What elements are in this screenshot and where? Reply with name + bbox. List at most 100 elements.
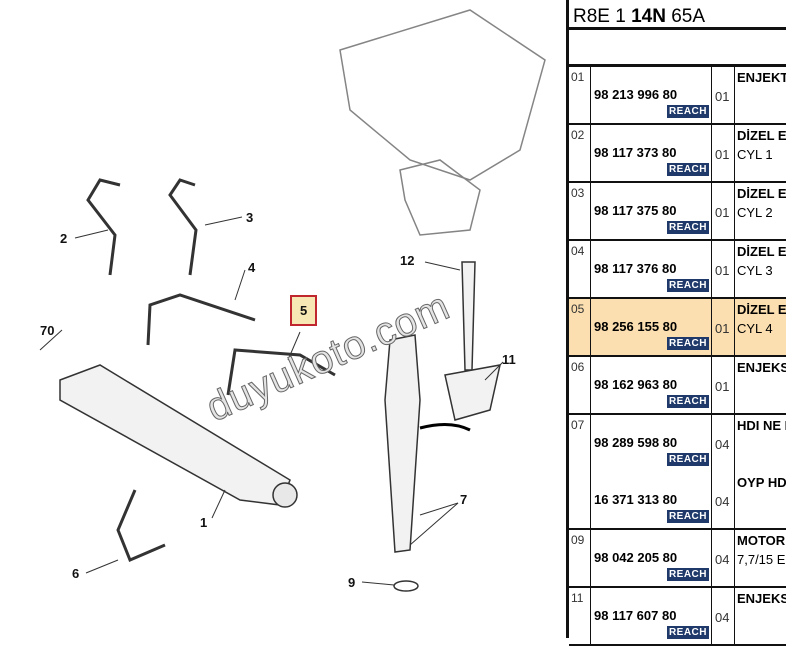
title-prefix: R8E 1	[573, 6, 632, 27]
fuel-rail	[59, 364, 298, 508]
quantity: 01	[715, 89, 730, 104]
callout-11[interactable]: 11	[502, 352, 516, 367]
callout-12[interactable]: 12	[400, 253, 415, 268]
part-number[interactable]: 98 117 373 80	[594, 145, 677, 160]
description-detail: CYL 3	[737, 263, 773, 278]
description-cell: DİZEL E CYL 3	[735, 241, 786, 297]
ref-number: 06	[569, 357, 591, 413]
part-number-cell: 98 256 155 80 REACH	[591, 299, 712, 355]
reach-badge: REACH	[666, 221, 709, 234]
description: ENJEKS	[737, 360, 786, 375]
part-number[interactable]: 98 256 155 80	[594, 319, 678, 334]
part-number-cell: 98 117 376 80 REACH	[591, 241, 712, 297]
callout-9[interactable]: 9	[348, 575, 356, 590]
reach-badge: REACH	[666, 395, 709, 408]
description: DİZEL E	[737, 128, 786, 143]
title-suffix: 65A	[665, 6, 706, 27]
part-number[interactable]: 98 117 607 80	[594, 608, 677, 623]
parts-diagram: 2 3 4 70 5 12 11 1 7 6 9	[39, 9, 546, 592]
quantity: 01	[715, 321, 730, 336]
description-detail: CYL 1	[737, 147, 773, 162]
ref-number: 01	[569, 67, 591, 123]
quantity-cell: 04	[712, 588, 735, 644]
ref-number: 09	[569, 530, 591, 586]
description: DİZEL E	[737, 244, 786, 259]
callout-2[interactable]: 2	[60, 231, 68, 246]
quantity-cell: 04	[712, 530, 735, 586]
quantity-cell: 01	[712, 125, 735, 181]
part-number-cell: 98 042 205 80 REACH	[591, 530, 712, 586]
callout-70[interactable]: 70	[40, 323, 55, 338]
part-number[interactable]: 16 371 313 80	[594, 492, 678, 507]
quantity-cell: 01	[712, 183, 735, 239]
description-detail: CYL 4	[737, 321, 773, 336]
ref-number: 05	[569, 299, 591, 355]
callout-6[interactable]: 6	[72, 566, 80, 581]
reach-badge: REACH	[666, 337, 709, 350]
leader-lines	[39, 216, 504, 586]
part-number[interactable]: 98 117 375 80	[594, 203, 677, 218]
quantity: 04	[715, 610, 730, 625]
part-number[interactable]: 98 117 376 80	[594, 261, 677, 276]
reach-badge: REACH	[666, 453, 709, 466]
callout-1[interactable]: 1	[200, 515, 208, 530]
description-detail: CYL 2	[737, 205, 773, 220]
ref-number: 07	[569, 415, 591, 528]
part-number[interactable]: 98 213 996 80	[594, 87, 678, 102]
part-number-cell: 98 117 607 80 REACH	[591, 588, 712, 644]
description-cell: HDI NE K OYP HD	[735, 415, 786, 528]
reach-badge: REACH	[666, 626, 709, 639]
callout-3[interactable]: 3	[246, 210, 254, 225]
part-number-cell: 98 117 375 80 REACH	[591, 183, 712, 239]
description: HDI NE K	[737, 418, 786, 433]
quantity: 01	[715, 263, 730, 278]
description-cell: DİZEL E CYL 1	[735, 125, 786, 181]
quantity: 01	[715, 379, 730, 394]
description-cell: DİZEL E CYL 2	[735, 183, 786, 239]
quantity-cell: 01	[712, 357, 735, 413]
description: DİZEL E	[737, 186, 786, 201]
description: ENJEKT	[737, 70, 786, 85]
title-bold: 14N	[631, 6, 666, 27]
part-number-cell: 98 213 996 80 REACH	[591, 67, 712, 123]
callout-7[interactable]: 7	[460, 492, 468, 507]
quantity-cell: 04 04	[712, 415, 735, 528]
ref-number: 02	[569, 125, 591, 181]
description: MOTOR	[737, 533, 786, 548]
quantity: 04	[715, 494, 730, 509]
part-number[interactable]: 98 289 598 80	[594, 435, 678, 450]
quantity: 04	[715, 552, 730, 567]
injector	[384, 261, 501, 553]
reach-badge: REACH	[666, 105, 709, 118]
ref-number: 11	[569, 588, 591, 644]
description: OYP HD	[737, 475, 786, 490]
reach-badge: REACH	[666, 279, 709, 292]
description-detail: 7,7/15 E	[737, 552, 786, 567]
quantity-cell: 01	[712, 299, 735, 355]
callout-5-selected[interactable]: 5	[290, 295, 318, 326]
diagram-code-title: R8E 1 14N 65A	[569, 0, 786, 30]
part-number[interactable]: 98 162 963 80	[594, 377, 678, 392]
description-cell: ENJEKT	[735, 67, 786, 123]
exploded-view-drawing	[39, 9, 546, 592]
reach-badge: REACH	[666, 568, 709, 581]
quantity-cell: 01	[712, 241, 735, 297]
callout-4[interactable]: 4	[248, 260, 256, 275]
quantity: 04	[715, 437, 730, 452]
part-number-cell: 98 162 963 80 REACH	[591, 357, 712, 413]
part-number[interactable]: 98 042 205 80	[594, 550, 678, 565]
description-cell: MOTOR 7,7/15 E	[735, 530, 786, 586]
